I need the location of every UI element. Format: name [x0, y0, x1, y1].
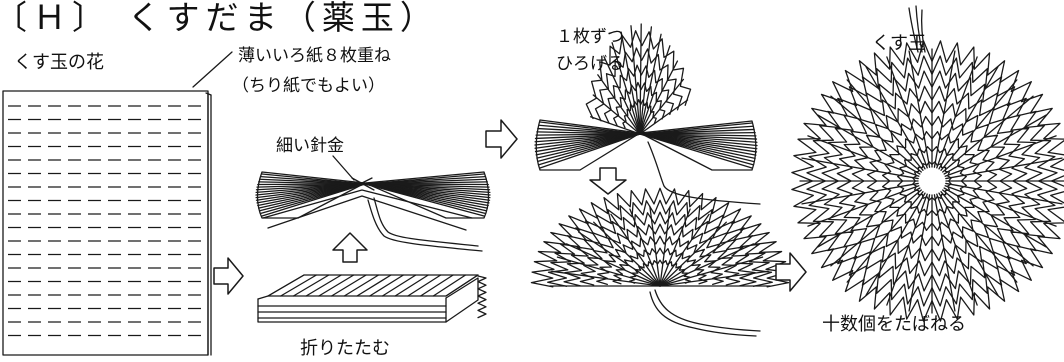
arrow-right-1	[213, 257, 244, 295]
label-spread-line1: １枚ずつ	[556, 27, 624, 47]
kusudama-ball	[791, 5, 1064, 322]
folded-paper	[257, 274, 487, 323]
label-spread-line2: ひろげる	[556, 54, 624, 74]
arrow-right-3	[775, 252, 807, 292]
wired-fan	[255, 171, 491, 252]
diagram-title: 〔Ｈ〕 くすだま（薬玉）	[0, 0, 439, 37]
label-paper-line2: （ちり紙でもよい）	[232, 76, 385, 96]
label-paper-line1: 薄いいろ紙８枚重ね	[238, 46, 391, 66]
label-ball: くす玉	[872, 33, 926, 54]
arrow-right-2	[485, 119, 518, 159]
spreading-paper	[534, 23, 761, 205]
opened-flower	[530, 187, 790, 337]
leader-line-wire	[332, 155, 355, 181]
arrow-down	[589, 167, 627, 195]
leader-line-paper	[192, 51, 233, 88]
label-fold: 折りたたむ	[300, 338, 390, 359]
paper-stack	[2, 90, 212, 356]
label-flower: くす玉の花	[14, 52, 104, 73]
label-wire: 細い針金	[276, 136, 344, 156]
arrow-up	[332, 232, 368, 263]
label-bundle: 十数個をたばねる	[822, 314, 966, 335]
